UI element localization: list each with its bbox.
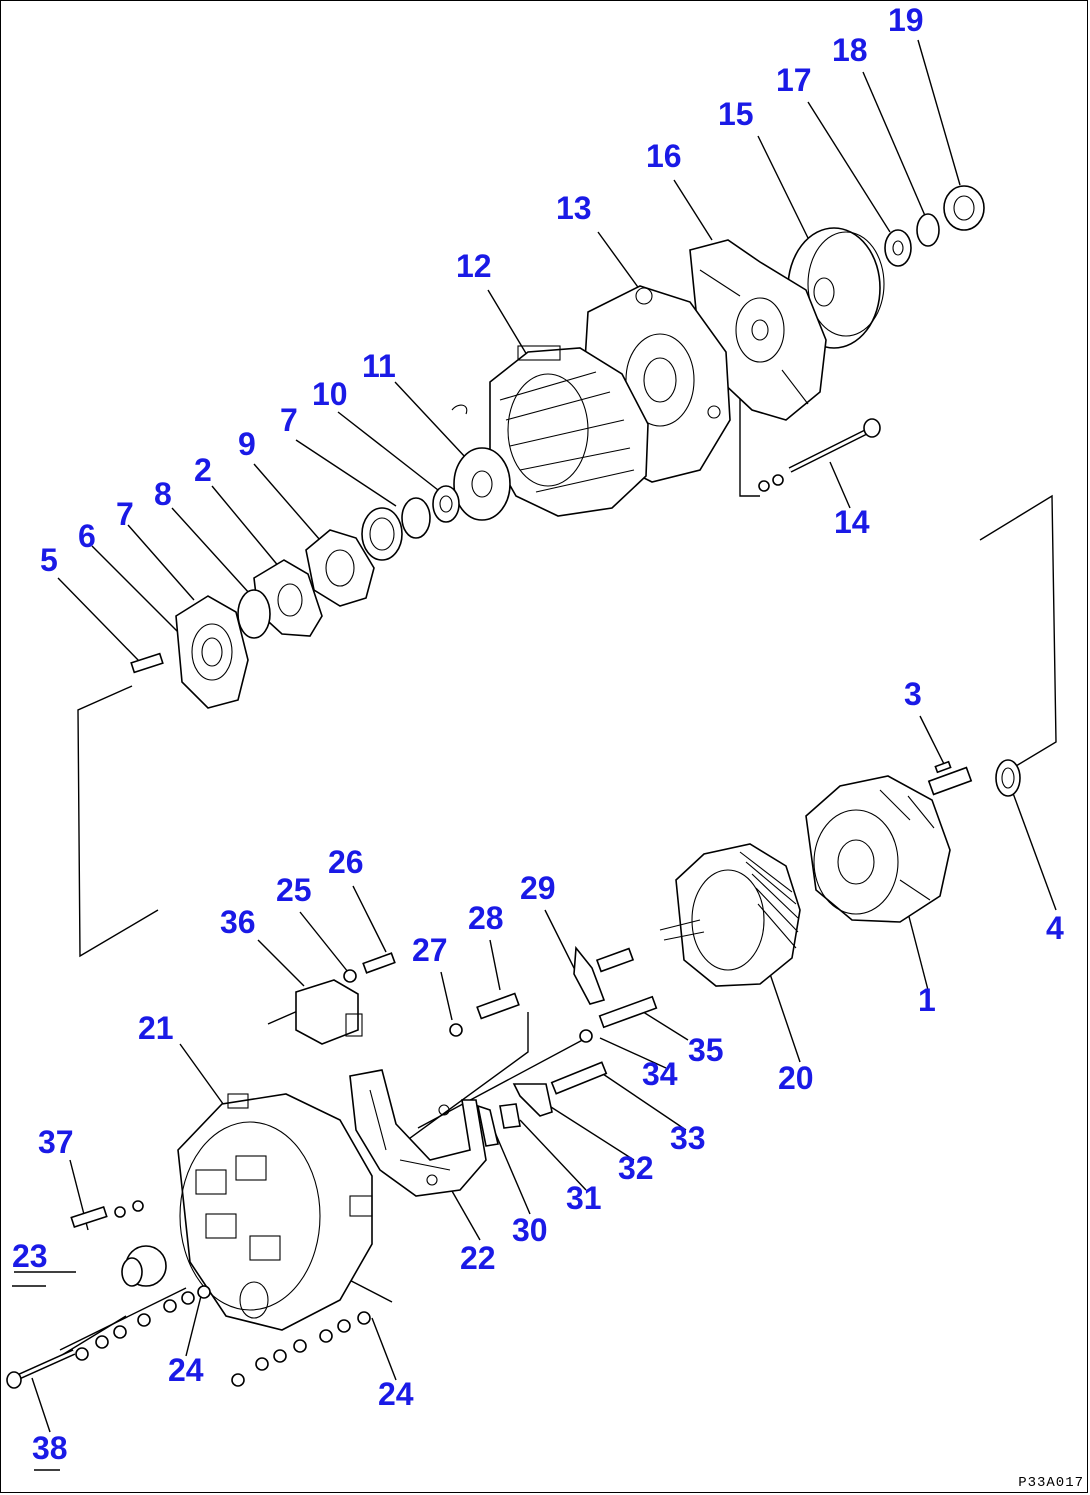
callout-33: 33 <box>670 1120 706 1156</box>
retainer-2 <box>305 529 375 607</box>
terminal-hardware-24b <box>231 1311 371 1387</box>
callout-14: 14 <box>834 504 870 540</box>
callout-32: 32 <box>618 1150 654 1186</box>
callout-7a: 7 <box>280 402 298 438</box>
callout-30: 30 <box>512 1212 548 1248</box>
field-coil-20 <box>659 843 801 987</box>
screw-28 <box>476 992 520 1020</box>
washer-25 <box>343 969 357 983</box>
callout-1: 1 <box>918 982 936 1018</box>
callout-15: 15 <box>718 96 754 132</box>
callout-17: 17 <box>776 62 812 98</box>
callout-25: 25 <box>276 872 312 908</box>
callout-6: 6 <box>78 518 96 554</box>
washer-27 <box>449 1023 463 1037</box>
callout-21: 21 <box>138 1010 174 1046</box>
rotor-1 <box>805 766 973 923</box>
callout-24a: 24 <box>168 1352 204 1388</box>
long-bolt-38 <box>6 1349 76 1389</box>
callout-37: 37 <box>38 1124 74 1160</box>
drawing-code: P33A017 <box>1018 1475 1084 1491</box>
callout-19: 19 <box>888 2 924 38</box>
washer-18 <box>916 213 940 247</box>
bolt-35 <box>598 995 658 1029</box>
callout-16: 16 <box>646 138 682 174</box>
regulator-36 <box>295 979 363 1045</box>
callout-28: 28 <box>468 900 504 936</box>
rectifier-22 <box>349 1069 487 1197</box>
plate-31 <box>499 1103 521 1129</box>
rear-housing-21 <box>177 1093 373 1331</box>
ring-10 <box>432 485 460 523</box>
callout-4: 4 <box>1046 910 1064 946</box>
callout-34: 34 <box>642 1056 678 1092</box>
callout-12: 12 <box>456 248 492 284</box>
screw-26 <box>362 952 396 974</box>
bearing-11 <box>451 404 511 521</box>
bracket-32 <box>512 1083 553 1117</box>
washer-7a <box>401 497 431 539</box>
callout-5: 5 <box>40 542 58 578</box>
callout-26: 26 <box>328 844 364 880</box>
callout-35: 35 <box>688 1032 724 1068</box>
terminal-29 <box>573 945 635 1005</box>
callout-20: 20 <box>778 1060 814 1096</box>
callout-7b: 7 <box>116 496 134 532</box>
bolt-33 <box>550 1061 608 1095</box>
callout-11: 11 <box>362 348 396 384</box>
bolt-14 <box>758 418 881 492</box>
callout-36: 36 <box>220 904 256 940</box>
nut-19 <box>943 185 985 231</box>
callout-18: 18 <box>832 32 868 68</box>
clip-30 <box>476 1104 499 1147</box>
washer-7b <box>237 589 271 639</box>
washer-34 <box>579 1029 593 1043</box>
bolt-37 <box>70 1200 144 1229</box>
callout-23: 23 <box>12 1238 48 1274</box>
callout-31: 31 <box>566 1180 602 1216</box>
callout-27: 27 <box>412 932 448 968</box>
screw-5 <box>130 652 164 674</box>
callout-24b: 24 <box>378 1376 414 1412</box>
collar-4 <box>995 759 1021 797</box>
callout-9: 9 <box>238 426 256 462</box>
key-3 <box>934 760 952 774</box>
leader-lines <box>12 39 1057 1471</box>
callout-3: 3 <box>904 676 922 712</box>
bushing-23 <box>121 1245 167 1287</box>
callout-29: 29 <box>520 870 556 906</box>
callout-13: 13 <box>556 190 592 226</box>
callout-10: 10 <box>312 376 348 412</box>
terminal-hardware-24a <box>75 1285 211 1361</box>
plate-9 <box>361 507 403 561</box>
callout-38: 38 <box>32 1430 68 1466</box>
callout-2: 2 <box>194 452 212 488</box>
callout-22: 22 <box>460 1240 496 1276</box>
callout-8: 8 <box>154 476 172 512</box>
spacer-17 <box>884 229 912 267</box>
bearing-cover-6 <box>175 595 249 709</box>
